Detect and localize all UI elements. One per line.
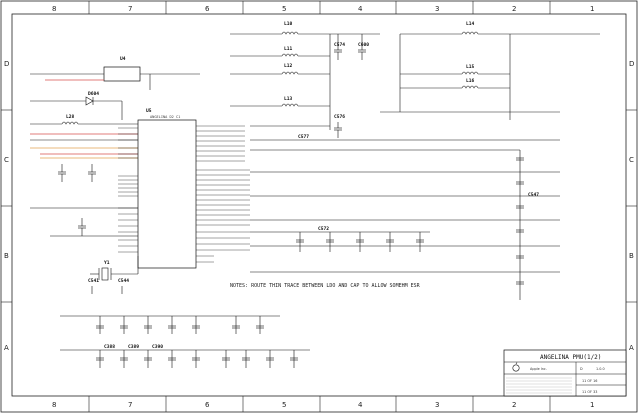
row-label-b-left: B	[4, 252, 9, 260]
row-label-d-left: D	[4, 60, 9, 68]
l15-ref: L15	[466, 64, 475, 70]
c577-ref: C577	[298, 134, 309, 140]
c389-ref: C389	[128, 344, 139, 350]
col-label-5-bottom: 5	[282, 401, 286, 409]
sheet-title: ANGELINA PMU(1/2)	[540, 354, 601, 361]
col-label-5-top: 5	[282, 5, 286, 13]
c574-ref: C574	[334, 42, 345, 48]
d604-ref: D604	[88, 91, 99, 97]
d604-diode: D604	[30, 91, 123, 120]
c576-ref: C576	[334, 114, 345, 120]
col-label-8-top: 8	[52, 5, 56, 13]
row-ticks	[1, 109, 637, 303]
row-label-d-right: D	[629, 60, 634, 68]
col-label-7-top: 7	[128, 5, 132, 13]
u5-pmu: U5 ANGELINA D2 C1	[118, 108, 250, 269]
row-label-c-right: C	[629, 156, 634, 164]
u5-ref: U5	[146, 108, 152, 114]
row-label-c-left: C	[4, 156, 9, 164]
row-label-a-right: A	[629, 344, 634, 352]
col-label-2-bottom: 2	[512, 401, 516, 409]
col-label-6-bottom: 6	[205, 401, 210, 409]
l12-ref: L12	[284, 63, 293, 69]
c544-ref: C544	[118, 278, 129, 284]
l28-inductor: L28	[30, 114, 138, 159]
title-block: ANGELINA PMU(1/2) Apple Inc. D 1.0.0 11 …	[503, 349, 627, 397]
row-label-a-left: A	[4, 344, 9, 352]
sheet-number-a: 11 OF 16	[582, 379, 597, 383]
u4-part: U4	[30, 56, 200, 90]
col-label-3-bottom: 3	[435, 401, 439, 409]
l16-ref: L16	[466, 78, 475, 84]
c541-ref: C541	[88, 278, 99, 284]
inner-frame	[11, 13, 627, 397]
company-name: Apple Inc.	[530, 367, 547, 371]
l10-ref: L10	[284, 21, 293, 27]
design-note: NOTES: ROUTE THIN TRACE BETWEEN LDO AND …	[230, 283, 421, 289]
inductor-bank-right: L14 L15 L16	[380, 21, 600, 120]
col-label-7-bottom: 7	[128, 401, 132, 409]
col-label-8-bottom: 8	[52, 401, 56, 409]
c572-ref: C572	[318, 226, 329, 232]
u5-part-number: ANGELINA D2 C1	[150, 115, 180, 119]
col-label-1-bottom: 1	[590, 401, 594, 409]
col-label-4-bottom: 4	[358, 401, 363, 409]
c390-ref: C390	[152, 344, 163, 350]
col-label-6-top: 6	[205, 5, 210, 13]
c600-ref: C600	[358, 42, 369, 48]
row-label-b-right: B	[629, 252, 634, 260]
sheet-size: D	[580, 367, 583, 371]
l13-ref: L13	[284, 96, 293, 102]
inductor-bank-top: L10 L11 L12 L13 C574 C600 C576 C577	[230, 21, 380, 140]
column-ticks	[88, 1, 551, 412]
col-label-4-top: 4	[358, 5, 363, 13]
col-label-2-top: 2	[512, 5, 516, 13]
l28-ref: L28	[66, 114, 75, 120]
y1-crystal: Y1 C541 C544	[88, 256, 139, 294]
left-caps	[30, 164, 138, 237]
revision: 1.0.0	[596, 367, 605, 371]
ldo-cap-column	[250, 139, 560, 300]
l11-ref: L11	[284, 46, 293, 52]
c547-ref: C547	[528, 192, 539, 198]
c388-ref: C388	[104, 344, 115, 350]
col-label-3-top: 3	[435, 5, 439, 13]
col-label-1-top: 1	[590, 5, 594, 13]
apple-logo-icon	[512, 362, 520, 372]
u4-ref: U4	[120, 56, 126, 62]
l14-ref: L14	[466, 21, 475, 27]
bottom-cap-rows	[60, 315, 310, 368]
sheet-number-b: 11 OF 33	[582, 390, 597, 394]
y1-ref: Y1	[104, 260, 110, 266]
